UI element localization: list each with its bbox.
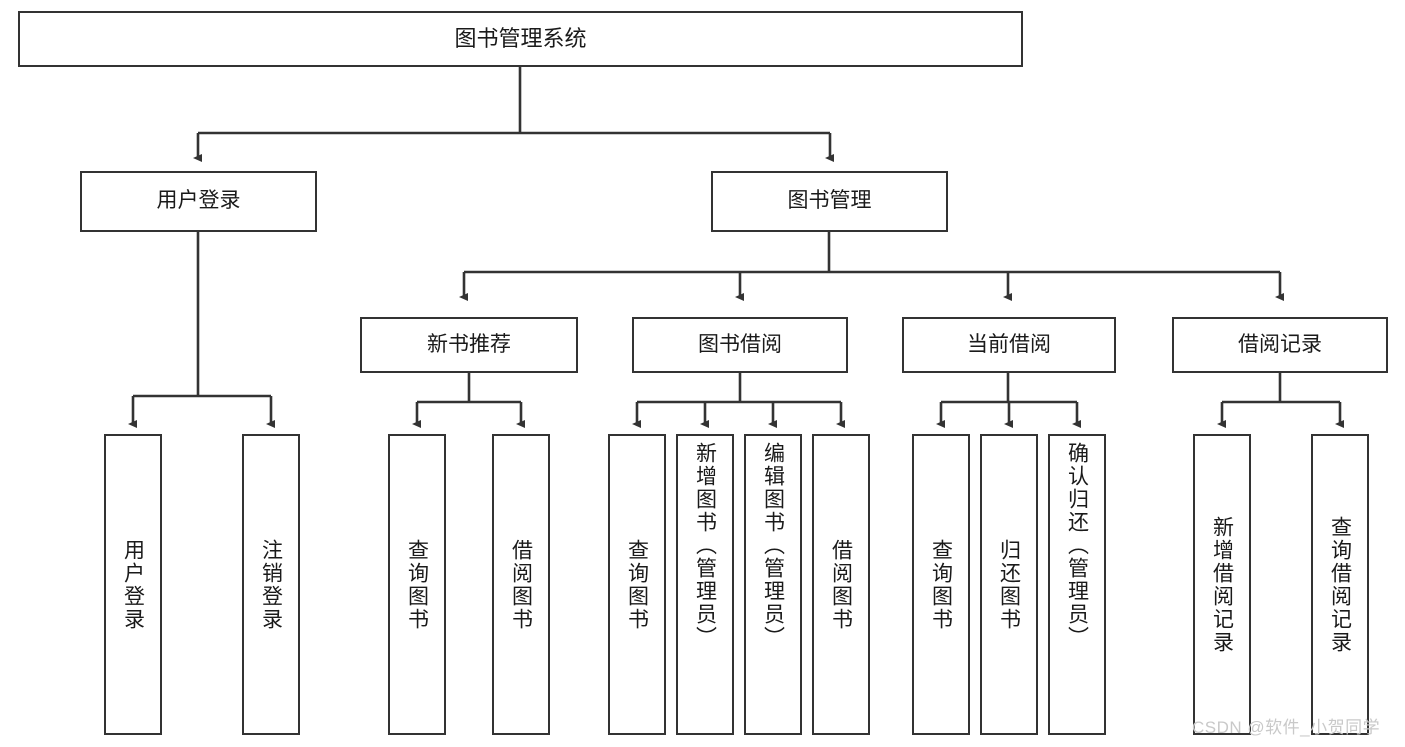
node-label: 新书推荐 bbox=[427, 332, 511, 356]
node-label: 图书管理系统 bbox=[454, 26, 587, 52]
leaf-user-login-logout[interactable]: 注销登录 bbox=[242, 434, 300, 735]
leaf-new-book-borrow[interactable]: 借阅图书 bbox=[492, 434, 550, 735]
node-label: 借阅记录 bbox=[1238, 332, 1322, 356]
node-user-login[interactable]: 用户登录 bbox=[80, 171, 317, 232]
node-book-borrow[interactable]: 图书借阅 bbox=[632, 317, 848, 373]
leaf-book-borrow-add[interactable]: 新增图书（管理员） bbox=[676, 434, 734, 735]
node-label: 当前借阅 bbox=[967, 332, 1051, 356]
node-label: 借阅图书 bbox=[509, 538, 533, 631]
node-label: 新增借阅记录 bbox=[1210, 515, 1234, 654]
node-label: 图书借阅 bbox=[698, 332, 782, 356]
node-book-management[interactable]: 图书管理 bbox=[711, 171, 948, 232]
node-label: 借阅图书 bbox=[829, 538, 853, 631]
leaf-borrow-record-add[interactable]: 新增借阅记录 bbox=[1193, 434, 1251, 735]
csdn-watermark: CSDN @软件_小贺同学 bbox=[1192, 718, 1381, 737]
node-current-borrow[interactable]: 当前借阅 bbox=[902, 317, 1116, 373]
node-label: 查询图书 bbox=[625, 538, 649, 631]
node-label: 图书管理 bbox=[787, 189, 872, 213]
node-label: 查询借阅记录 bbox=[1328, 515, 1352, 654]
leaf-current-borrow-confirm-return[interactable]: 确认归还（管理员） bbox=[1048, 434, 1106, 735]
leaf-current-borrow-query[interactable]: 查询图书 bbox=[912, 434, 970, 735]
node-label: 归还图书 bbox=[997, 538, 1021, 631]
leaf-current-borrow-return[interactable]: 归还图书 bbox=[980, 434, 1038, 735]
node-root-system[interactable]: 图书管理系统 bbox=[18, 11, 1023, 67]
node-label: 查询图书 bbox=[405, 538, 429, 631]
node-label: 确认归还（管理员） bbox=[1065, 442, 1089, 649]
node-label: 编辑图书（管理员） bbox=[761, 442, 785, 649]
leaf-borrow-record-query[interactable]: 查询借阅记录 bbox=[1311, 434, 1369, 735]
leaf-book-borrow-query[interactable]: 查询图书 bbox=[608, 434, 666, 735]
leaf-book-borrow-edit[interactable]: 编辑图书（管理员） bbox=[744, 434, 802, 735]
node-label: 新增图书（管理员） bbox=[693, 442, 717, 649]
node-label: 注销登录 bbox=[259, 538, 283, 631]
leaf-new-book-query[interactable]: 查询图书 bbox=[388, 434, 446, 735]
node-new-book-recommend[interactable]: 新书推荐 bbox=[360, 317, 578, 373]
leaf-user-login-login[interactable]: 用户登录 bbox=[104, 434, 162, 735]
node-label: 用户登录 bbox=[121, 538, 145, 631]
node-borrow-record[interactable]: 借阅记录 bbox=[1172, 317, 1388, 373]
leaf-book-borrow-borrow[interactable]: 借阅图书 bbox=[812, 434, 870, 735]
node-label: 查询图书 bbox=[929, 538, 953, 631]
node-label: 用户登录 bbox=[156, 189, 241, 213]
